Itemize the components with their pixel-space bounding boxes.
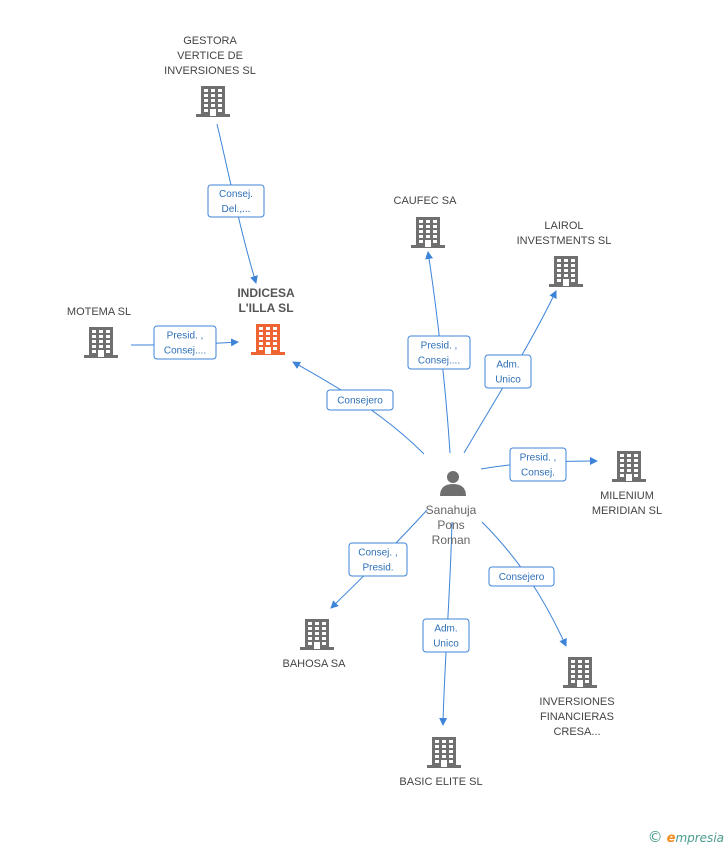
company-lairol-building-icon[interactable] bbox=[549, 256, 583, 287]
relation-gestora-indicesa-badge[interactable]: Consej. Del.,... bbox=[207, 184, 265, 218]
relation-person-caufec-badge[interactable]: Presid. , Consej.... bbox=[407, 335, 471, 370]
company-caufec-building-icon[interactable] bbox=[411, 217, 445, 248]
company-lairol-label[interactable]: LAIROL bbox=[544, 220, 583, 232]
company-indicesa-building-icon[interactable] bbox=[251, 324, 285, 355]
relation-label: Consej.... bbox=[418, 356, 460, 367]
company-lairol-label[interactable]: INVESTMENTS SL bbox=[517, 235, 612, 247]
relations-layer: Consej. Del.,... Presid. , Consej.... Consej… bbox=[153, 184, 567, 653]
company-basic-label[interactable]: BASIC ELITE SL bbox=[399, 776, 482, 788]
person-icon[interactable] bbox=[440, 471, 466, 496]
company-inversiones-label[interactable]: INVERSIONES bbox=[539, 696, 614, 708]
company-bahosa-building-icon[interactable] bbox=[300, 619, 334, 650]
company-bahosa-label[interactable]: BAHOSA SA bbox=[283, 658, 347, 670]
company-gestora-building-icon[interactable] bbox=[196, 86, 230, 117]
relation-label: Presid. bbox=[362, 563, 393, 574]
company-milenium-label[interactable]: MILENIUM bbox=[600, 490, 654, 502]
footer-brand: ©empresia bbox=[648, 828, 724, 848]
company-inversiones-label[interactable]: CRESA... bbox=[553, 726, 600, 738]
company-motema-building-icon[interactable] bbox=[84, 327, 118, 358]
relation-label: Unico bbox=[433, 639, 459, 650]
relation-person-lairol-badge[interactable]: Adm. Unico bbox=[484, 354, 532, 389]
relation-motema-indicesa-badge[interactable]: Presid. , Consej.... bbox=[153, 325, 217, 360]
edges-layer bbox=[130, 123, 598, 726]
copyright-icon: © bbox=[647, 828, 663, 846]
person-name-label[interactable]: Roman bbox=[432, 533, 471, 547]
company-gestora-label[interactable]: VERTICE DE bbox=[177, 50, 243, 62]
relation-person-milenium-badge[interactable]: Presid. , Consej. bbox=[509, 447, 567, 482]
company-indicesa-label[interactable]: L'ILLA SL bbox=[238, 301, 293, 315]
company-inversiones-label[interactable]: FINANCIERAS bbox=[540, 711, 614, 723]
company-milenium-building-icon[interactable] bbox=[612, 451, 646, 482]
relation-label: Presid. , bbox=[421, 341, 458, 352]
relation-label: Adm. bbox=[496, 360, 519, 371]
company-inversiones-building-icon[interactable] bbox=[563, 657, 597, 688]
relation-label: Unico bbox=[495, 375, 521, 386]
relation-person-bahosa-badge[interactable]: Consej. , Presid. bbox=[348, 542, 408, 577]
relation-person-indicesa-badge[interactable]: Consejero bbox=[326, 389, 394, 411]
relation-person-inversiones-badge[interactable]: Consejero bbox=[488, 566, 555, 587]
relation-label: Consej. bbox=[219, 189, 253, 200]
relation-label: Presid. , bbox=[167, 331, 204, 342]
relation-label: Consej. bbox=[521, 468, 555, 479]
company-indicesa-label[interactable]: INDICESA bbox=[237, 286, 295, 300]
relation-label: Presid. , bbox=[520, 453, 557, 464]
relation-label: Consejero bbox=[499, 572, 545, 583]
company-milenium-label[interactable]: MERIDIAN SL bbox=[592, 505, 662, 517]
company-motema-label[interactable]: MOTEMA SL bbox=[67, 306, 131, 318]
company-gestora-label[interactable]: INVERSIONES SL bbox=[164, 65, 256, 77]
relation-label: Consej. , bbox=[358, 548, 397, 559]
brand-logo-e: e bbox=[666, 831, 676, 846]
relation-label: Consejero bbox=[337, 396, 383, 407]
company-gestora-label[interactable]: GESTORA bbox=[183, 35, 237, 47]
person-name-label[interactable]: Sanahuja bbox=[426, 503, 477, 517]
relation-label: Consej.... bbox=[164, 346, 206, 357]
brand-logo-text: mpresia bbox=[675, 831, 724, 845]
company-caufec-label[interactable]: CAUFEC SA bbox=[394, 195, 458, 207]
person-name-label[interactable]: Pons bbox=[437, 518, 464, 532]
relation-label: Adm. bbox=[434, 624, 457, 635]
company-basic-building-icon[interactable] bbox=[427, 737, 461, 768]
relation-label: Del.,... bbox=[222, 204, 251, 215]
relation-person-basic-badge[interactable]: Adm. Unico bbox=[422, 618, 470, 653]
